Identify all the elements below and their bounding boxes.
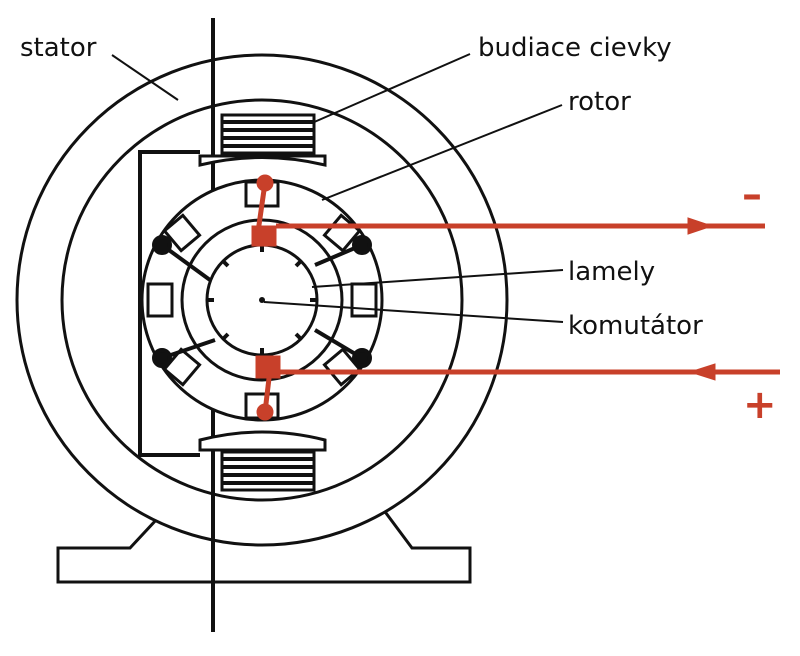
field-coil-wiring xyxy=(138,150,200,457)
current-path xyxy=(251,174,780,421)
label-field-coils: budiace cievky xyxy=(478,33,672,63)
rotor-windings xyxy=(152,235,372,368)
label-rotor: rotor xyxy=(568,87,631,117)
positive-terminal-sign: + xyxy=(743,382,777,428)
bottom-field-coil xyxy=(198,430,327,492)
label-stator: stator xyxy=(20,33,97,63)
commutator xyxy=(205,243,319,357)
negative-terminal-sign: – xyxy=(742,172,762,218)
label-commutator: komutátor xyxy=(568,311,703,341)
label-commutator-segments: lamely xyxy=(568,257,655,287)
leader-lines xyxy=(111,53,564,323)
top-field-coil xyxy=(198,113,327,167)
